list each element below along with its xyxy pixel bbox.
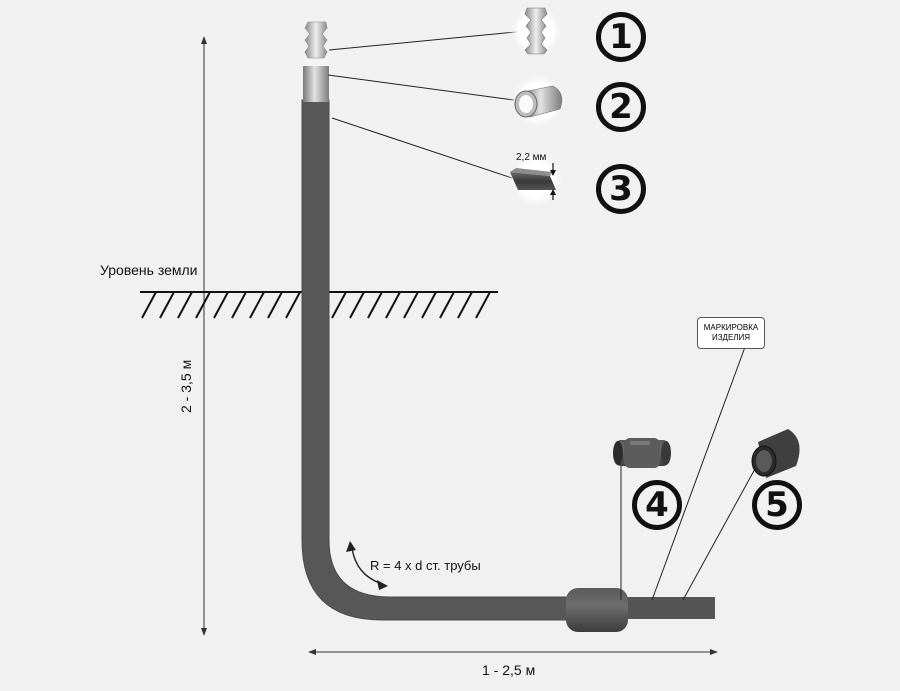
cap-nozzle — [304, 21, 328, 59]
main-pipe — [301, 99, 715, 632]
marking-label-line1: МАРКИРОВКА — [703, 323, 759, 332]
plastic-pipe-segment — [620, 597, 715, 619]
steel-gap — [303, 60, 329, 66]
callout-4: 4 — [632, 480, 682, 530]
ground-level-label: Уровень земли — [100, 262, 198, 278]
detail-steel-pipe-icon — [508, 71, 568, 131]
detail-plastic-pipe-icon — [751, 429, 800, 478]
leader-1 — [328, 30, 527, 51]
pipe-head — [303, 21, 329, 102]
callout-3: 3 — [596, 164, 646, 214]
depth-label: 2 - 3,5 м — [178, 359, 194, 413]
steel-section — [303, 66, 329, 102]
depth-dimension — [201, 36, 207, 636]
detail-coupling-icon — [613, 438, 671, 468]
leader-3 — [331, 117, 513, 179]
callout-1: 1 — [596, 12, 646, 62]
callout-2: 2 — [596, 82, 646, 132]
marking-label-line2: ИЗДЕЛИЯ — [711, 333, 751, 342]
marking-label-box: МАРКИРОВКА ИЗДЕЛИЯ — [697, 317, 765, 349]
detail-cap-icon — [507, 2, 565, 60]
leader-lines — [327, 30, 757, 601]
bend-radius-label: R = 4 x d ст. трубы — [370, 558, 481, 573]
thickness-label: 2,2 мм — [516, 152, 547, 163]
callout-5: 5 — [752, 480, 802, 530]
leader-marking — [651, 346, 746, 601]
leader-5 — [682, 466, 757, 601]
length-dimension — [308, 649, 718, 655]
bend-radius-arrow — [346, 541, 388, 590]
length-label: 1 - 2,5 м — [482, 662, 536, 678]
ground-hatching — [141, 291, 491, 319]
leader-2 — [327, 74, 515, 101]
detail-wall-thickness-icon — [506, 150, 566, 210]
coupling-body — [566, 588, 628, 632]
